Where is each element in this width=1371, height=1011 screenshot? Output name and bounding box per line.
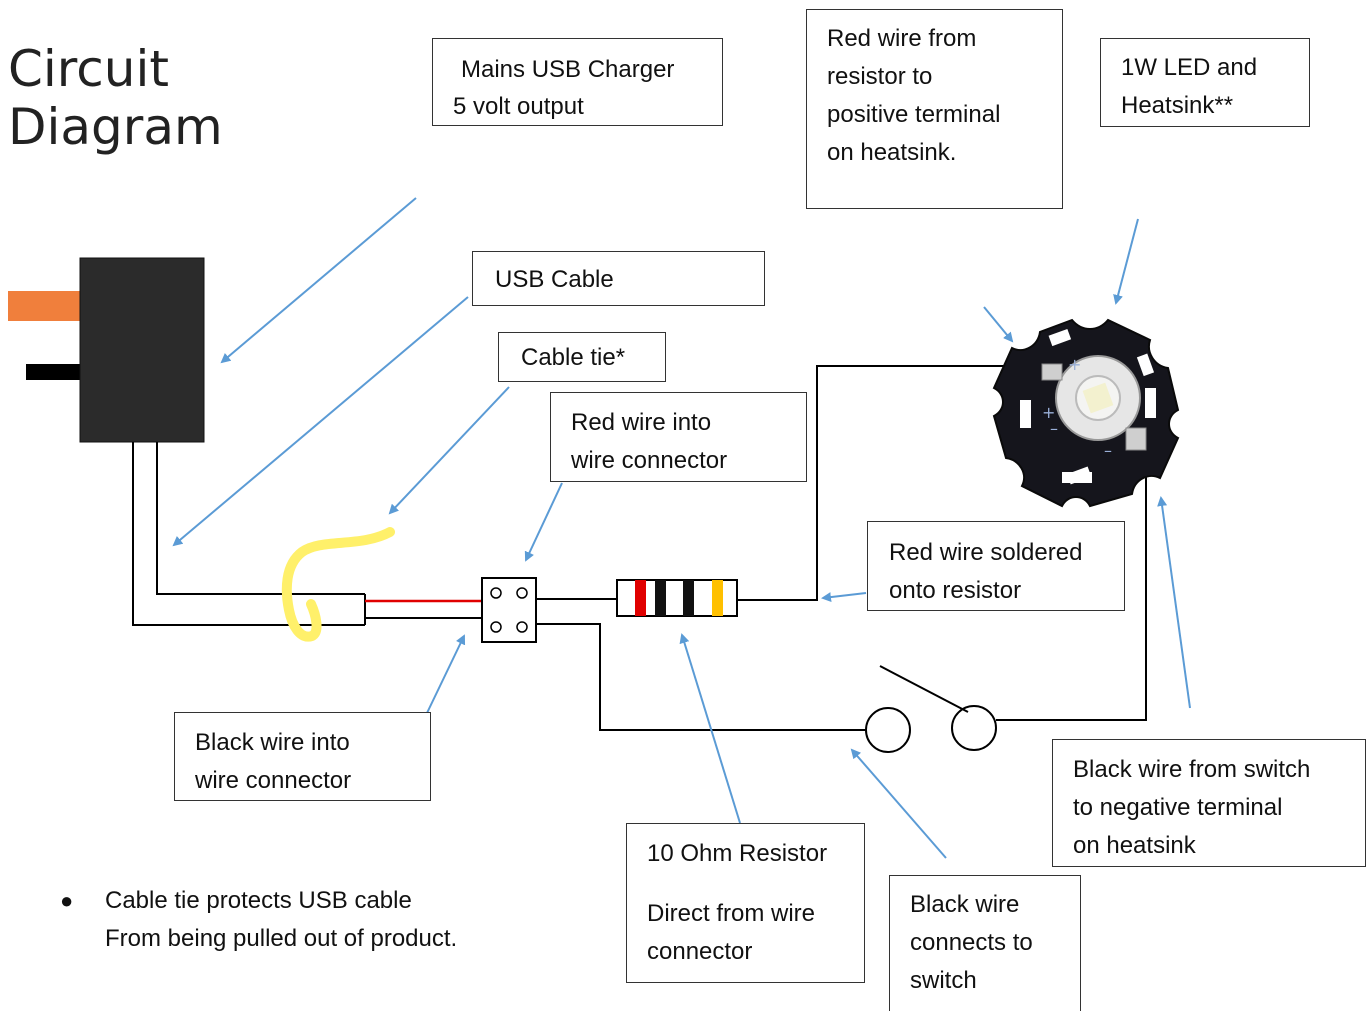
label-black-to-switch-line1: Black wire [910,891,1020,918]
plug-pin-earth [26,364,84,380]
plug-pin-live [8,291,84,321]
led-minus-marker-1: – [1050,419,1058,438]
label-resistor-line3: connector [647,938,753,965]
label-led-line2: Heatsink** [1121,92,1234,119]
label-black-into-connector: Black wire into wire connector [174,712,431,801]
label-led: 1W LED and Heatsink** [1100,38,1310,127]
resistor-band-4 [712,580,723,616]
usb-charger-plug [8,257,205,443]
label-red-soldered-line1: Red wire soldered [889,539,1083,566]
resistor [616,579,738,617]
arrow-red-into-connector [524,482,563,562]
label-charger-line2: 5 volt output [453,93,584,120]
label-resistor-spacer [647,873,864,895]
label-black-into-connector-line2: wire connector [195,767,352,794]
label-black-switch-to-negative-line3: on heatsink [1073,832,1196,859]
black-wire-switch-to-led [996,452,1147,721]
label-red-resistor-to-positive-line2: resistor to [827,63,933,90]
footnote-line1: Cable tie protects USB cable [105,887,412,914]
label-charger-line1: Mains USB Charger [461,56,675,83]
label-black-into-connector-line1: Black wire into [195,729,350,756]
switch [865,665,997,753]
arrow-cable-tie [388,386,510,515]
led-positive-tab [1041,363,1063,381]
charger-body [79,257,205,443]
label-black-switch-to-negative: Black wire from switch to negative termi… [1052,739,1366,867]
label-cable-tie-text: Cable tie* [521,344,626,371]
arrow-usb-cable [172,296,469,547]
label-red-into-connector-line1: Red wire into [571,409,712,436]
label-cable-tie: Cable tie* [498,332,666,382]
label-led-line1: 1W LED and [1121,54,1258,81]
label-black-to-switch: Black wire connects to switch [889,875,1081,1011]
label-red-resistor-to-positive-line1: Red wire from [827,25,977,52]
label-charger: Mains USB Charger 5 volt output [432,38,723,126]
diagram-title: Circuit Diagram [8,40,223,156]
label-resistor: 10 Ohm Resistor Direct from wire connect… [626,823,865,983]
resistor-band-2 [655,580,666,616]
arrow-resistor [679,633,741,824]
label-red-into-connector: Red wire into wire connector [550,392,807,482]
annotation-arrows [172,197,1191,859]
diagram-title-line1: Circuit [8,40,169,98]
arrow-black-to-switch [850,748,947,859]
bullet-icon: ● [60,888,74,913]
label-black-switch-to-negative-line1: Black wire from switch [1073,756,1311,783]
black-wire-connector-to-switch [536,623,866,731]
label-usb-cable: USB Cable [472,251,765,306]
cable-tie [281,527,395,642]
led-heatsink: + + – – [992,318,1180,508]
arrow-led [1113,218,1139,305]
label-black-to-switch-line3: switch [910,967,977,994]
label-red-into-connector-line2: wire connector [571,447,728,474]
arrow-black-switch-to-negative [1157,496,1191,709]
label-red-soldered: Red wire soldered onto resistor [867,521,1125,611]
label-red-soldered-line2: onto resistor [889,577,1022,604]
resistor-band-1 [635,580,646,616]
led-plus-marker-2: + [1042,403,1055,422]
resistor-band-3 [683,580,694,616]
label-resistor-line1: 10 Ohm Resistor [647,840,828,867]
footnote-line2: From being pulled out of product. [105,925,458,952]
label-black-to-switch-line2: connects to [910,929,1033,956]
led-die [1082,382,1114,414]
led-negative-tab [1125,427,1147,451]
led-minus-marker-2: – [1104,441,1112,460]
label-black-switch-to-negative-line2: to negative terminal [1073,794,1283,821]
label-resistor-line2: Direct from wire [647,900,816,927]
label-red-resistor-to-positive-line4: on heatsink. [827,139,957,166]
wire-connector [481,577,537,643]
diagram-title-line2: Diagram [8,98,223,156]
label-red-resistor-to-positive-line3: positive terminal [827,101,1001,128]
arrow-red-to-positive [983,306,1014,343]
led-plus-marker-1: + [1068,355,1081,374]
usb-cable [132,442,366,626]
arrow-red-soldered [821,592,867,603]
label-usb-cable-text: USB Cable [495,266,614,293]
arrow-charger [220,197,417,364]
arrow-black-into-connector [426,634,466,714]
red-wire-resistor-to-led [737,365,1042,601]
label-red-resistor-to-positive: Red wire from resistor to positive termi… [806,9,1063,209]
